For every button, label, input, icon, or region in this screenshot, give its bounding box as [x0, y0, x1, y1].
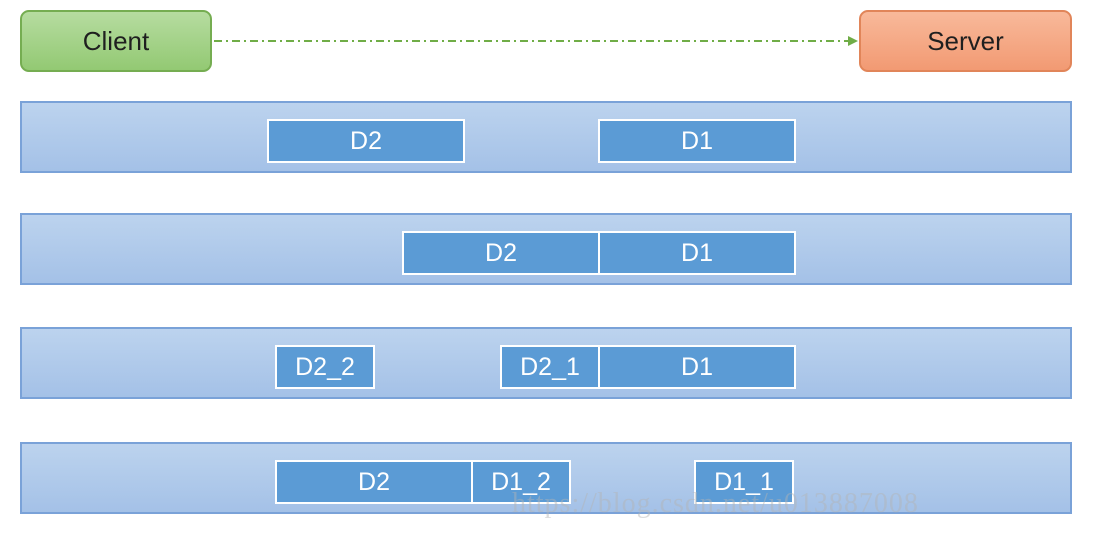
packet-label: D1_1	[714, 467, 774, 496]
packet-d2-1: D2_1	[500, 345, 600, 389]
packet-label: D1	[681, 352, 713, 381]
client-label: Client	[82, 25, 150, 56]
server-node: Server	[859, 10, 1072, 72]
packet-label: D2	[358, 467, 390, 496]
arrow-head-icon	[848, 36, 858, 46]
packet-label: D2	[485, 238, 517, 267]
packet-d1: D1	[598, 231, 796, 275]
packet-label: D2	[350, 126, 382, 155]
packet-label: D1_2	[491, 467, 551, 496]
packet-label: D2_1	[520, 352, 580, 381]
packet-label: D1	[681, 126, 713, 155]
packet-d2-2: D2_2	[275, 345, 375, 389]
packet-d1-2: D1_2	[471, 460, 571, 504]
packet-label: D1	[681, 238, 713, 267]
packet-d2: D2	[402, 231, 600, 275]
client-to-server-arrow	[214, 36, 858, 46]
lane-3: D2_2 D2_1 D1	[20, 327, 1072, 399]
lane-1: D2 D1	[20, 101, 1072, 173]
server-label: Server	[927, 25, 1004, 56]
packet-d1: D1	[598, 345, 796, 389]
packet-d2: D2	[275, 460, 473, 504]
packet-d1: D1	[598, 119, 796, 163]
packet-d2: D2	[267, 119, 465, 163]
packet-label: D2_2	[295, 352, 355, 381]
watermark: https://blog.csdn.net/u013887008	[512, 488, 919, 519]
lane-4: D2 D1_2 D1_1	[20, 442, 1072, 514]
client-node: Client	[20, 10, 212, 72]
packet-d1-1: D1_1	[694, 460, 794, 504]
lane-2: D2 D1	[20, 213, 1072, 285]
